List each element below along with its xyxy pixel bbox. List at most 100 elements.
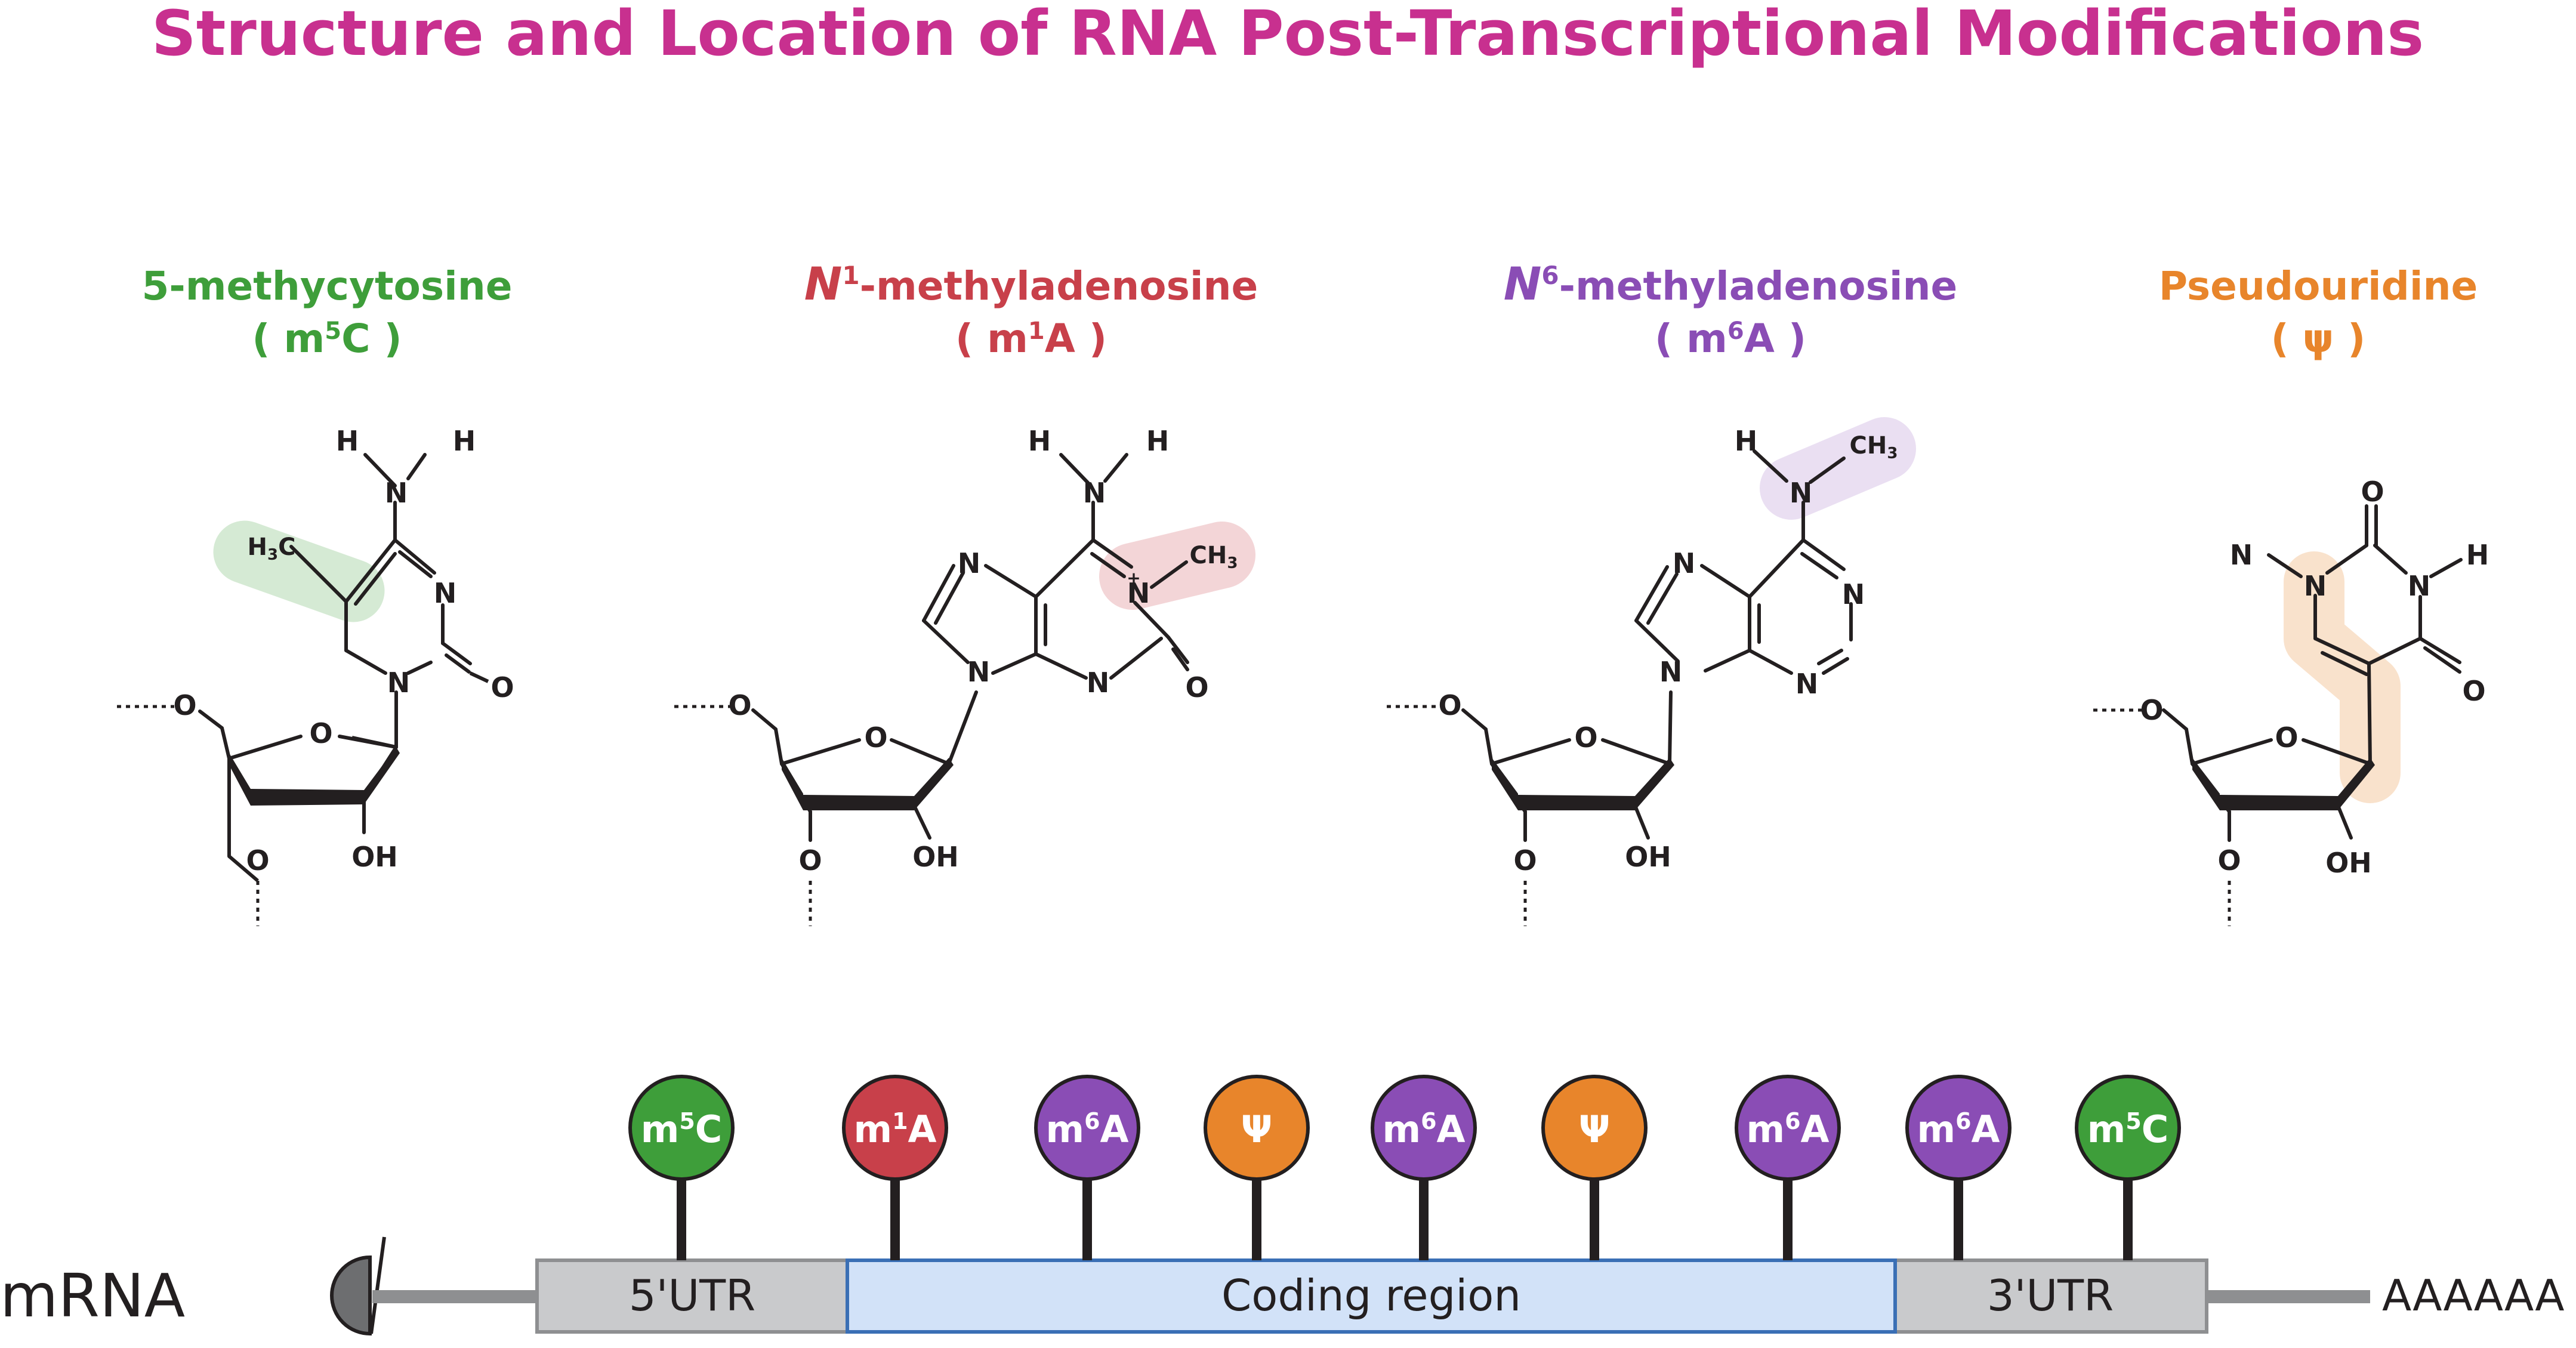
svg-text:N: N: [387, 667, 411, 699]
marker-label: m6A: [1746, 1108, 1829, 1151]
svg-text:( ψ ): ( ψ ): [2271, 316, 2366, 362]
svg-text:O: O: [728, 689, 751, 721]
svg-text:H3C: H3C: [248, 533, 296, 564]
marker-5: Ψ: [1541, 1075, 1648, 1260]
svg-text:( m6A ): ( m6A ): [1655, 316, 1806, 362]
svg-text:O: O: [1574, 721, 1597, 754]
svg-text:OH: OH: [912, 841, 959, 873]
svg-text:O: O: [798, 844, 822, 877]
svg-text:N: N: [2304, 570, 2327, 602]
marker-7: m6A: [1905, 1075, 2012, 1260]
svg-text:CH3: CH3: [1850, 432, 1898, 462]
svg-text:OH: OH: [351, 841, 398, 873]
svg-text:O: O: [2140, 694, 2163, 726]
svg-text:O: O: [2361, 476, 2384, 508]
utr5-box: [535, 1258, 849, 1334]
marker-0: m5C: [628, 1075, 735, 1260]
svg-text:O: O: [173, 689, 196, 721]
svg-text:N: N: [1083, 477, 1106, 509]
svg-text:N: N: [434, 577, 457, 609]
utr3-label: 3'UTR: [1987, 1270, 2114, 1321]
marker-label: m5C: [641, 1108, 723, 1151]
svg-text:O: O: [864, 721, 887, 754]
svg-text:H: H: [453, 425, 476, 457]
compound-heading-m5c: 5-methycytosine ( m5C ): [141, 263, 512, 362]
svg-text:N: N: [1087, 667, 1110, 699]
marker-circle: [1204, 1075, 1310, 1181]
svg-text:N: N: [1842, 578, 1865, 610]
structure-m6a: H N N N N N O O O OH CH3: [1387, 417, 1916, 926]
svg-text:H: H: [336, 425, 359, 457]
utr5-label: 5'UTR: [629, 1270, 755, 1321]
marker-circle: [1735, 1075, 1841, 1181]
svg-text:N: N: [967, 656, 991, 688]
marker-circle: [1371, 1075, 1477, 1181]
mrna-track: mRNA 5'UTR Coding region 3'UTR AAAAAA m5…: [0, 1075, 2565, 1336]
svg-text:H: H: [1146, 425, 1170, 457]
svg-text:N6-methyladenosine: N6-methyladenosine: [1504, 257, 1957, 310]
svg-text:+: +: [1127, 568, 1140, 588]
structure-m1a: H H N N + N N N O O O O OH CH3: [674, 425, 1255, 926]
compound-heading-psi: Pseudouridine ( ψ ): [2159, 263, 2478, 362]
marker-3: Ψ: [1204, 1075, 1310, 1260]
svg-text:( m1A ): ( m1A ): [955, 316, 1107, 362]
svg-text:N: N: [1790, 477, 1813, 509]
svg-text:O: O: [1185, 671, 1208, 704]
marker-circle: [1541, 1075, 1648, 1181]
mrna-label: mRNA: [0, 1261, 185, 1331]
svg-text:CH3: CH3: [1190, 542, 1238, 572]
svg-text:O: O: [2462, 675, 2485, 707]
marker-label: m6A: [1382, 1108, 1465, 1151]
marker-circle: [1034, 1075, 1140, 1181]
svg-text:O: O: [1438, 689, 1461, 721]
marker-label: Ψ: [1579, 1108, 1611, 1151]
compound-heading-m1a: N1-methyladenosine ( m1A ): [804, 257, 1258, 362]
compound-heading-m6a: N6-methyladenosine ( m6A ): [1504, 257, 1957, 362]
coding-region-box: [846, 1258, 1897, 1334]
svg-text:N: N: [1127, 577, 1150, 609]
marker-4: m6A: [1371, 1075, 1477, 1260]
marker-label: m1A: [853, 1108, 936, 1151]
svg-text:H: H: [1028, 425, 1051, 457]
marker-label: Ψ: [1241, 1108, 1273, 1151]
svg-text:N1-methyladenosine: N1-methyladenosine: [804, 257, 1258, 310]
svg-text:O: O: [490, 671, 514, 704]
marker-circle: [1905, 1075, 2012, 1181]
marker-6: m6A: [1735, 1075, 1841, 1260]
structure-pseudouridine: O N N N H O O O O OH: [2093, 476, 2489, 926]
marker-label: m6A: [1045, 1108, 1128, 1151]
svg-text:5-methycytosine: 5-methycytosine: [141, 263, 512, 309]
marker-circle: [628, 1075, 735, 1181]
svg-text:O: O: [246, 844, 269, 877]
svg-text:O: O: [2275, 721, 2298, 754]
svg-text:N: N: [2230, 539, 2253, 571]
svg-text:H: H: [2466, 539, 2489, 571]
marker-1: m1A: [842, 1075, 948, 1260]
structure-m5c: H H N N N O O O O OH H3C: [117, 425, 514, 926]
svg-text:Pseudouridine: Pseudouridine: [2159, 263, 2478, 309]
marker-circle: [842, 1075, 948, 1181]
svg-text:H: H: [1735, 425, 1758, 457]
utr3-box: [1893, 1258, 2208, 1334]
svg-text:N: N: [1673, 547, 1696, 579]
svg-text:N: N: [958, 547, 981, 579]
svg-text:O: O: [2217, 844, 2241, 877]
svg-text:N: N: [1796, 668, 1819, 700]
polya-tail: AAAAAA: [2382, 1270, 2565, 1321]
figure-title: Structure and Location of RNA Post-Trans…: [152, 0, 2424, 70]
marker-circle: [2075, 1075, 2181, 1181]
svg-text:OH: OH: [2325, 847, 2372, 879]
svg-text:O: O: [309, 717, 332, 749]
svg-text:OH: OH: [1625, 841, 1671, 873]
marker-2: m6A: [1034, 1075, 1140, 1260]
svg-text:N: N: [385, 477, 408, 509]
svg-text:( m5C ): ( m5C ): [252, 316, 402, 362]
marker-8: m5C: [2075, 1075, 2181, 1260]
svg-text:O: O: [1513, 844, 1537, 877]
marker-label: m6A: [1917, 1108, 2000, 1151]
svg-text:N: N: [1659, 656, 1683, 688]
marker-label: m5C: [2087, 1108, 2169, 1151]
svg-text:N: N: [2408, 570, 2431, 602]
